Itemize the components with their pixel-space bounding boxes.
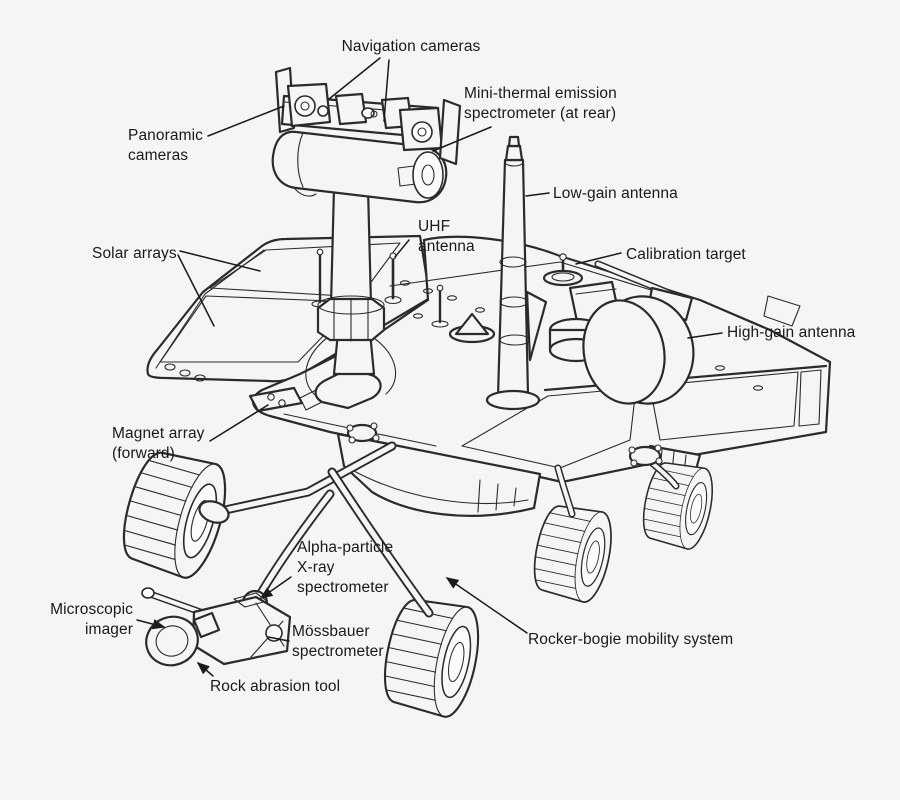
label-panoramic-cameras: Panoramic cameras — [128, 127, 203, 164]
leader-magnet-array — [209, 404, 269, 442]
leader-panoramic-cameras — [207, 105, 285, 137]
leader-lines — [136, 57, 723, 677]
leader-apxs — [259, 576, 292, 599]
deck-pin — [431, 284, 449, 328]
leader-navigation-cameras-right — [383, 59, 390, 122]
uhf-antenna-pin — [384, 252, 402, 305]
leader-navigation-cameras-left — [328, 57, 381, 100]
low-gain-antenna-mast — [485, 135, 548, 411]
leader-solar-arrays-upper — [179, 250, 261, 272]
instrument-turret — [145, 592, 292, 667]
label-high-gain-antenna: High-gain antenna — [727, 324, 856, 341]
leader-low-gain-antenna — [525, 192, 550, 197]
camera-mast — [305, 186, 397, 410]
leader-rock-abrasion-tool — [196, 662, 214, 677]
leader-mossbauer — [267, 636, 290, 642]
wheel-rear-right — [636, 456, 720, 553]
label-uhf-antenna: UHF antenna — [418, 218, 475, 255]
leader-uhf-antenna — [394, 239, 410, 258]
leader-high-gain-antenna — [687, 332, 723, 339]
leader-solar-arrays-lower — [177, 254, 215, 327]
leader-mini-tes — [432, 126, 492, 152]
high-gain-antenna-dish — [582, 295, 695, 405]
leader-calibration-target — [575, 252, 622, 265]
label-low-gain-antenna: Low-gain antenna — [553, 185, 678, 202]
label-magnet-array: Magnet array (forward) — [112, 425, 205, 462]
magnet-array — [248, 386, 304, 413]
rocker-bogie-suspension — [198, 422, 680, 618]
label-calibration-target: Calibration target — [626, 246, 746, 263]
leader-rocker-bogie — [445, 577, 528, 634]
label-navigation-cameras: Navigation cameras — [341, 38, 481, 55]
label-apxs: Alpha-particle X-ray spectrometer — [297, 539, 394, 596]
label-solar-arrays: Solar arrays — [92, 245, 177, 262]
leader-microscopic-imager — [136, 619, 166, 630]
mini-tes-housing — [271, 130, 448, 204]
label-rock-abrasion-tool: Rock abrasion tool — [210, 678, 341, 695]
mast-head — [271, 66, 462, 204]
label-mossbauer: Mössbauer spectrometer — [292, 623, 384, 660]
navcam-left — [334, 92, 368, 126]
label-rocker-bogie: Rocker-bogie mobility system — [528, 631, 734, 648]
label-microscopic-imager: Microscopic imager — [50, 601, 133, 638]
high-gain-antenna-assembly — [548, 260, 695, 405]
calibration-target-pin — [542, 253, 584, 287]
label-mini-tes: Mini-thermal emission spectrometer (at r… — [464, 85, 617, 122]
